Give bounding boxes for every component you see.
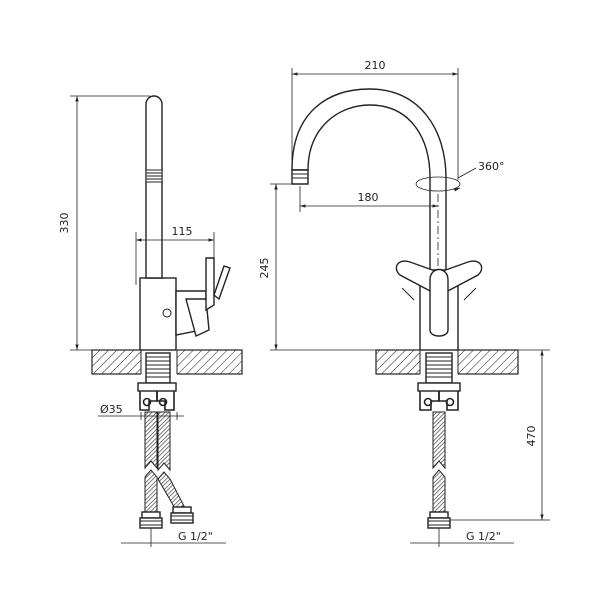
front-mounting-shank bbox=[417, 352, 461, 411]
dim-front-reach: 180 bbox=[299, 186, 439, 266]
side-hose-fitting-right bbox=[170, 506, 194, 524]
front-hose-lower bbox=[432, 469, 446, 513]
dim-side-thread-label: G 1/2" bbox=[178, 530, 213, 543]
front-spout-aerator bbox=[291, 169, 309, 185]
dim-front-spout-height: 245 bbox=[258, 183, 376, 351]
dim-hole-diameter-label: Ø35 bbox=[100, 403, 123, 416]
dim-front-hose-length: 470 bbox=[450, 349, 550, 521]
side-view: 330 115 Ø35 G 1/2" bbox=[58, 95, 243, 547]
dim-front-width-label: 210 bbox=[365, 59, 386, 72]
front-view: 360° 210 180 245 470 bbox=[258, 59, 550, 547]
front-faucet-body bbox=[395, 260, 483, 351]
side-hose-right bbox=[157, 411, 171, 472]
side-mount-screw-right bbox=[158, 397, 168, 407]
dim-front-thread: G 1/2" bbox=[410, 528, 514, 547]
front-hose-fitting bbox=[427, 511, 451, 529]
dim-front-rotation-label: 360° bbox=[478, 160, 505, 173]
side-hose-right-bent bbox=[157, 471, 185, 511]
front-hose bbox=[432, 411, 446, 470]
side-faucet-body bbox=[139, 257, 231, 351]
front-rotation-indicator: 360° bbox=[415, 160, 505, 192]
dim-hole-diameter: Ø35 bbox=[98, 403, 184, 420]
dim-side-handle-depth: 115 bbox=[135, 225, 215, 285]
dim-front-thread-label: G 1/2" bbox=[466, 530, 501, 543]
side-spout bbox=[145, 95, 163, 279]
side-hose-fitting-left bbox=[139, 511, 163, 529]
dim-front-spout-height-label: 245 bbox=[258, 258, 271, 279]
dim-front-reach-label: 180 bbox=[358, 191, 379, 204]
side-mount-screw-left bbox=[142, 397, 152, 407]
dim-side-height-label: 330 bbox=[58, 213, 71, 234]
front-spout bbox=[291, 88, 447, 271]
front-mount-screw-right bbox=[445, 397, 455, 407]
dim-front-hose-length-label: 470 bbox=[525, 426, 538, 447]
dim-side-handle-depth-label: 115 bbox=[172, 225, 193, 238]
side-hose-left-lower bbox=[144, 469, 158, 513]
dim-front-width: 210 bbox=[291, 59, 459, 180]
dim-side-height: 330 bbox=[58, 95, 150, 351]
side-hose-left bbox=[144, 411, 158, 470]
dim-side-thread: G 1/2" bbox=[121, 528, 226, 547]
front-mount-screw-left bbox=[423, 397, 433, 407]
